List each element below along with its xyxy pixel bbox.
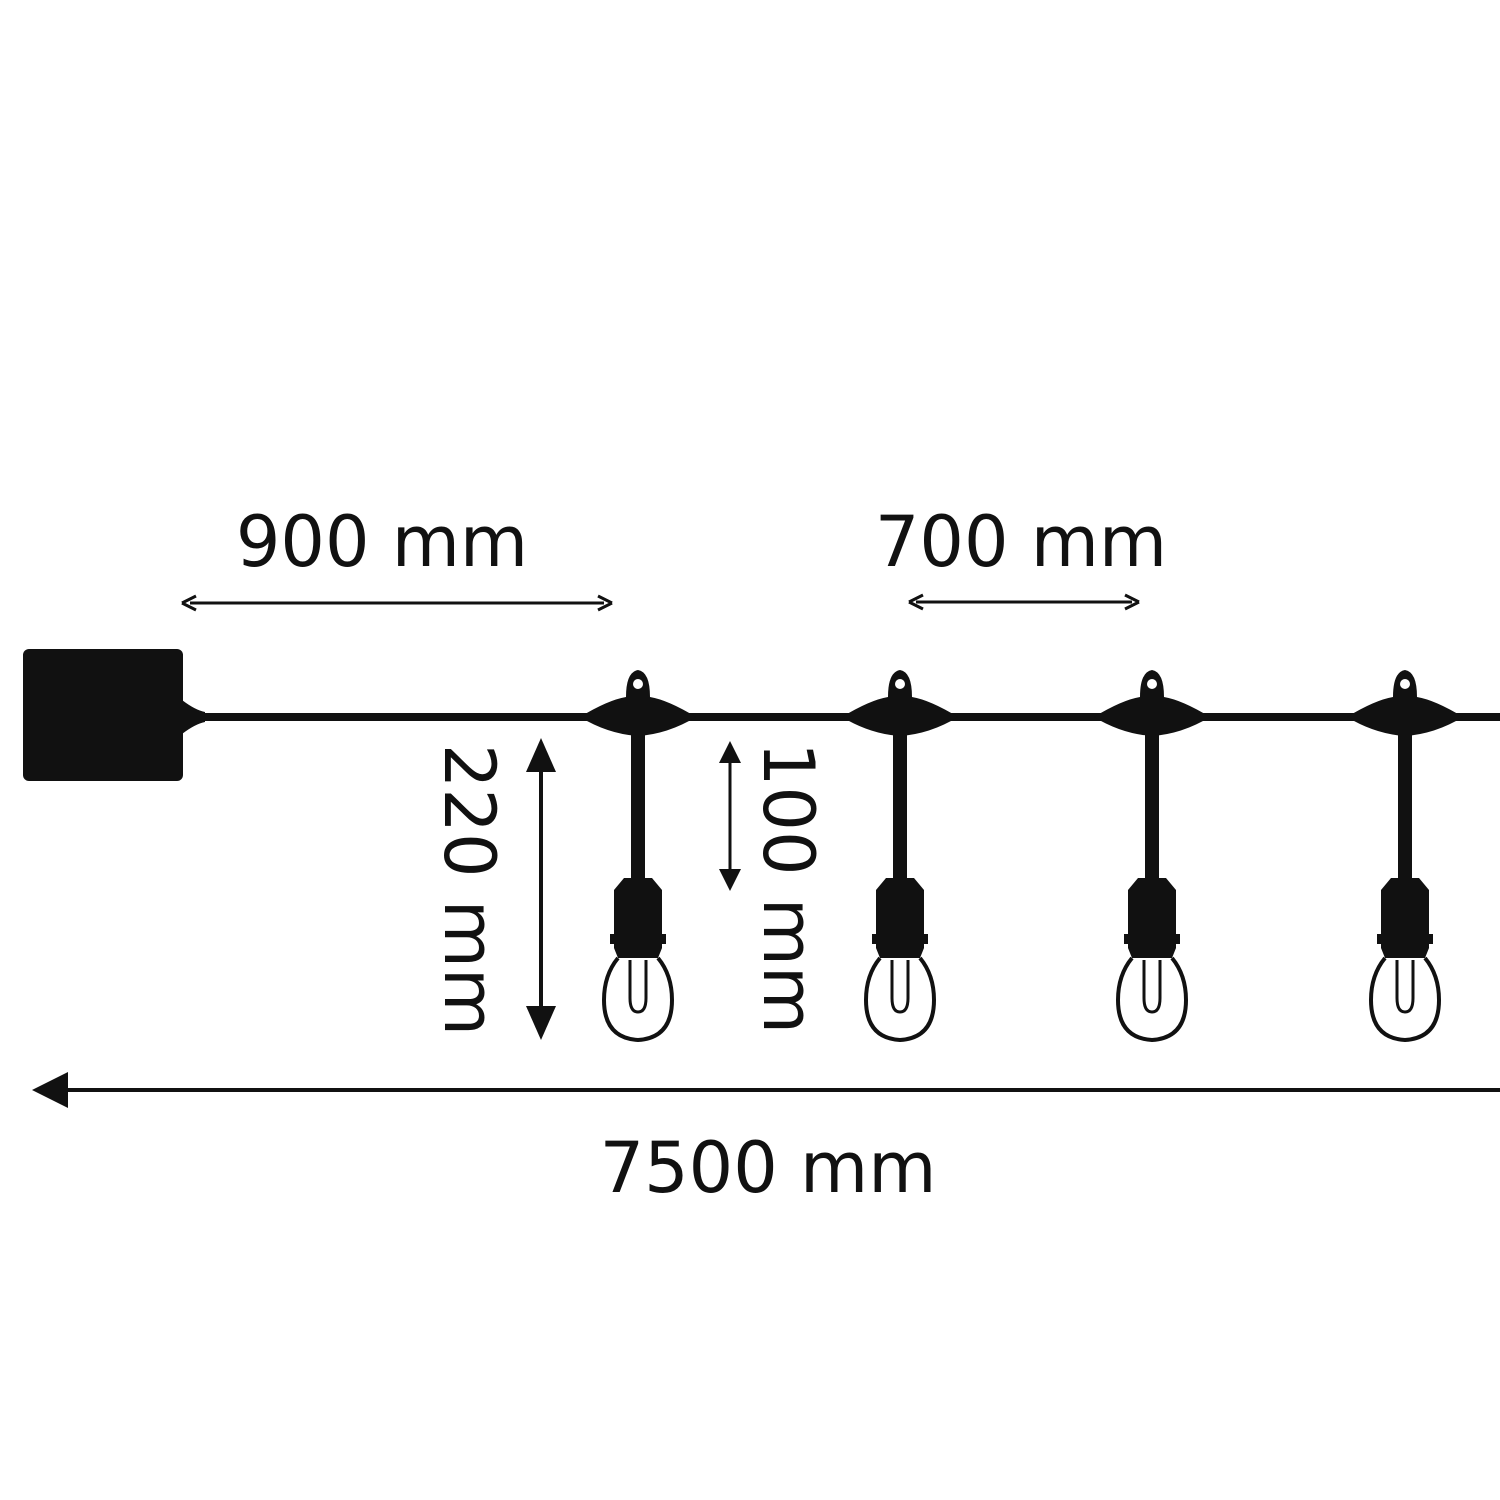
dimension-100: 100 mm <box>719 741 829 1034</box>
bulb-icon <box>840 668 960 1042</box>
dimension-label-900: 900 mm <box>236 501 528 583</box>
dimension-700: 700 mm <box>875 501 1167 611</box>
dimension-label-100: 100 mm <box>747 742 829 1034</box>
dimension-label-700: 700 mm <box>875 501 1167 583</box>
bulb-icon <box>578 668 698 1042</box>
dimension-7500: 7500 mm <box>32 1072 1500 1209</box>
plug-box-icon <box>23 649 183 781</box>
dimension-label-7500: 7500 mm <box>600 1127 937 1209</box>
bulb-icon <box>1345 668 1465 1042</box>
dimension-900: 900 mm <box>181 501 613 612</box>
dimension-220: 220 mm <box>428 738 556 1040</box>
cable-connector <box>182 700 205 734</box>
bulb-icon <box>1092 668 1212 1042</box>
dimension-label-220: 220 mm <box>428 744 510 1036</box>
arrow-icon <box>32 1072 68 1108</box>
